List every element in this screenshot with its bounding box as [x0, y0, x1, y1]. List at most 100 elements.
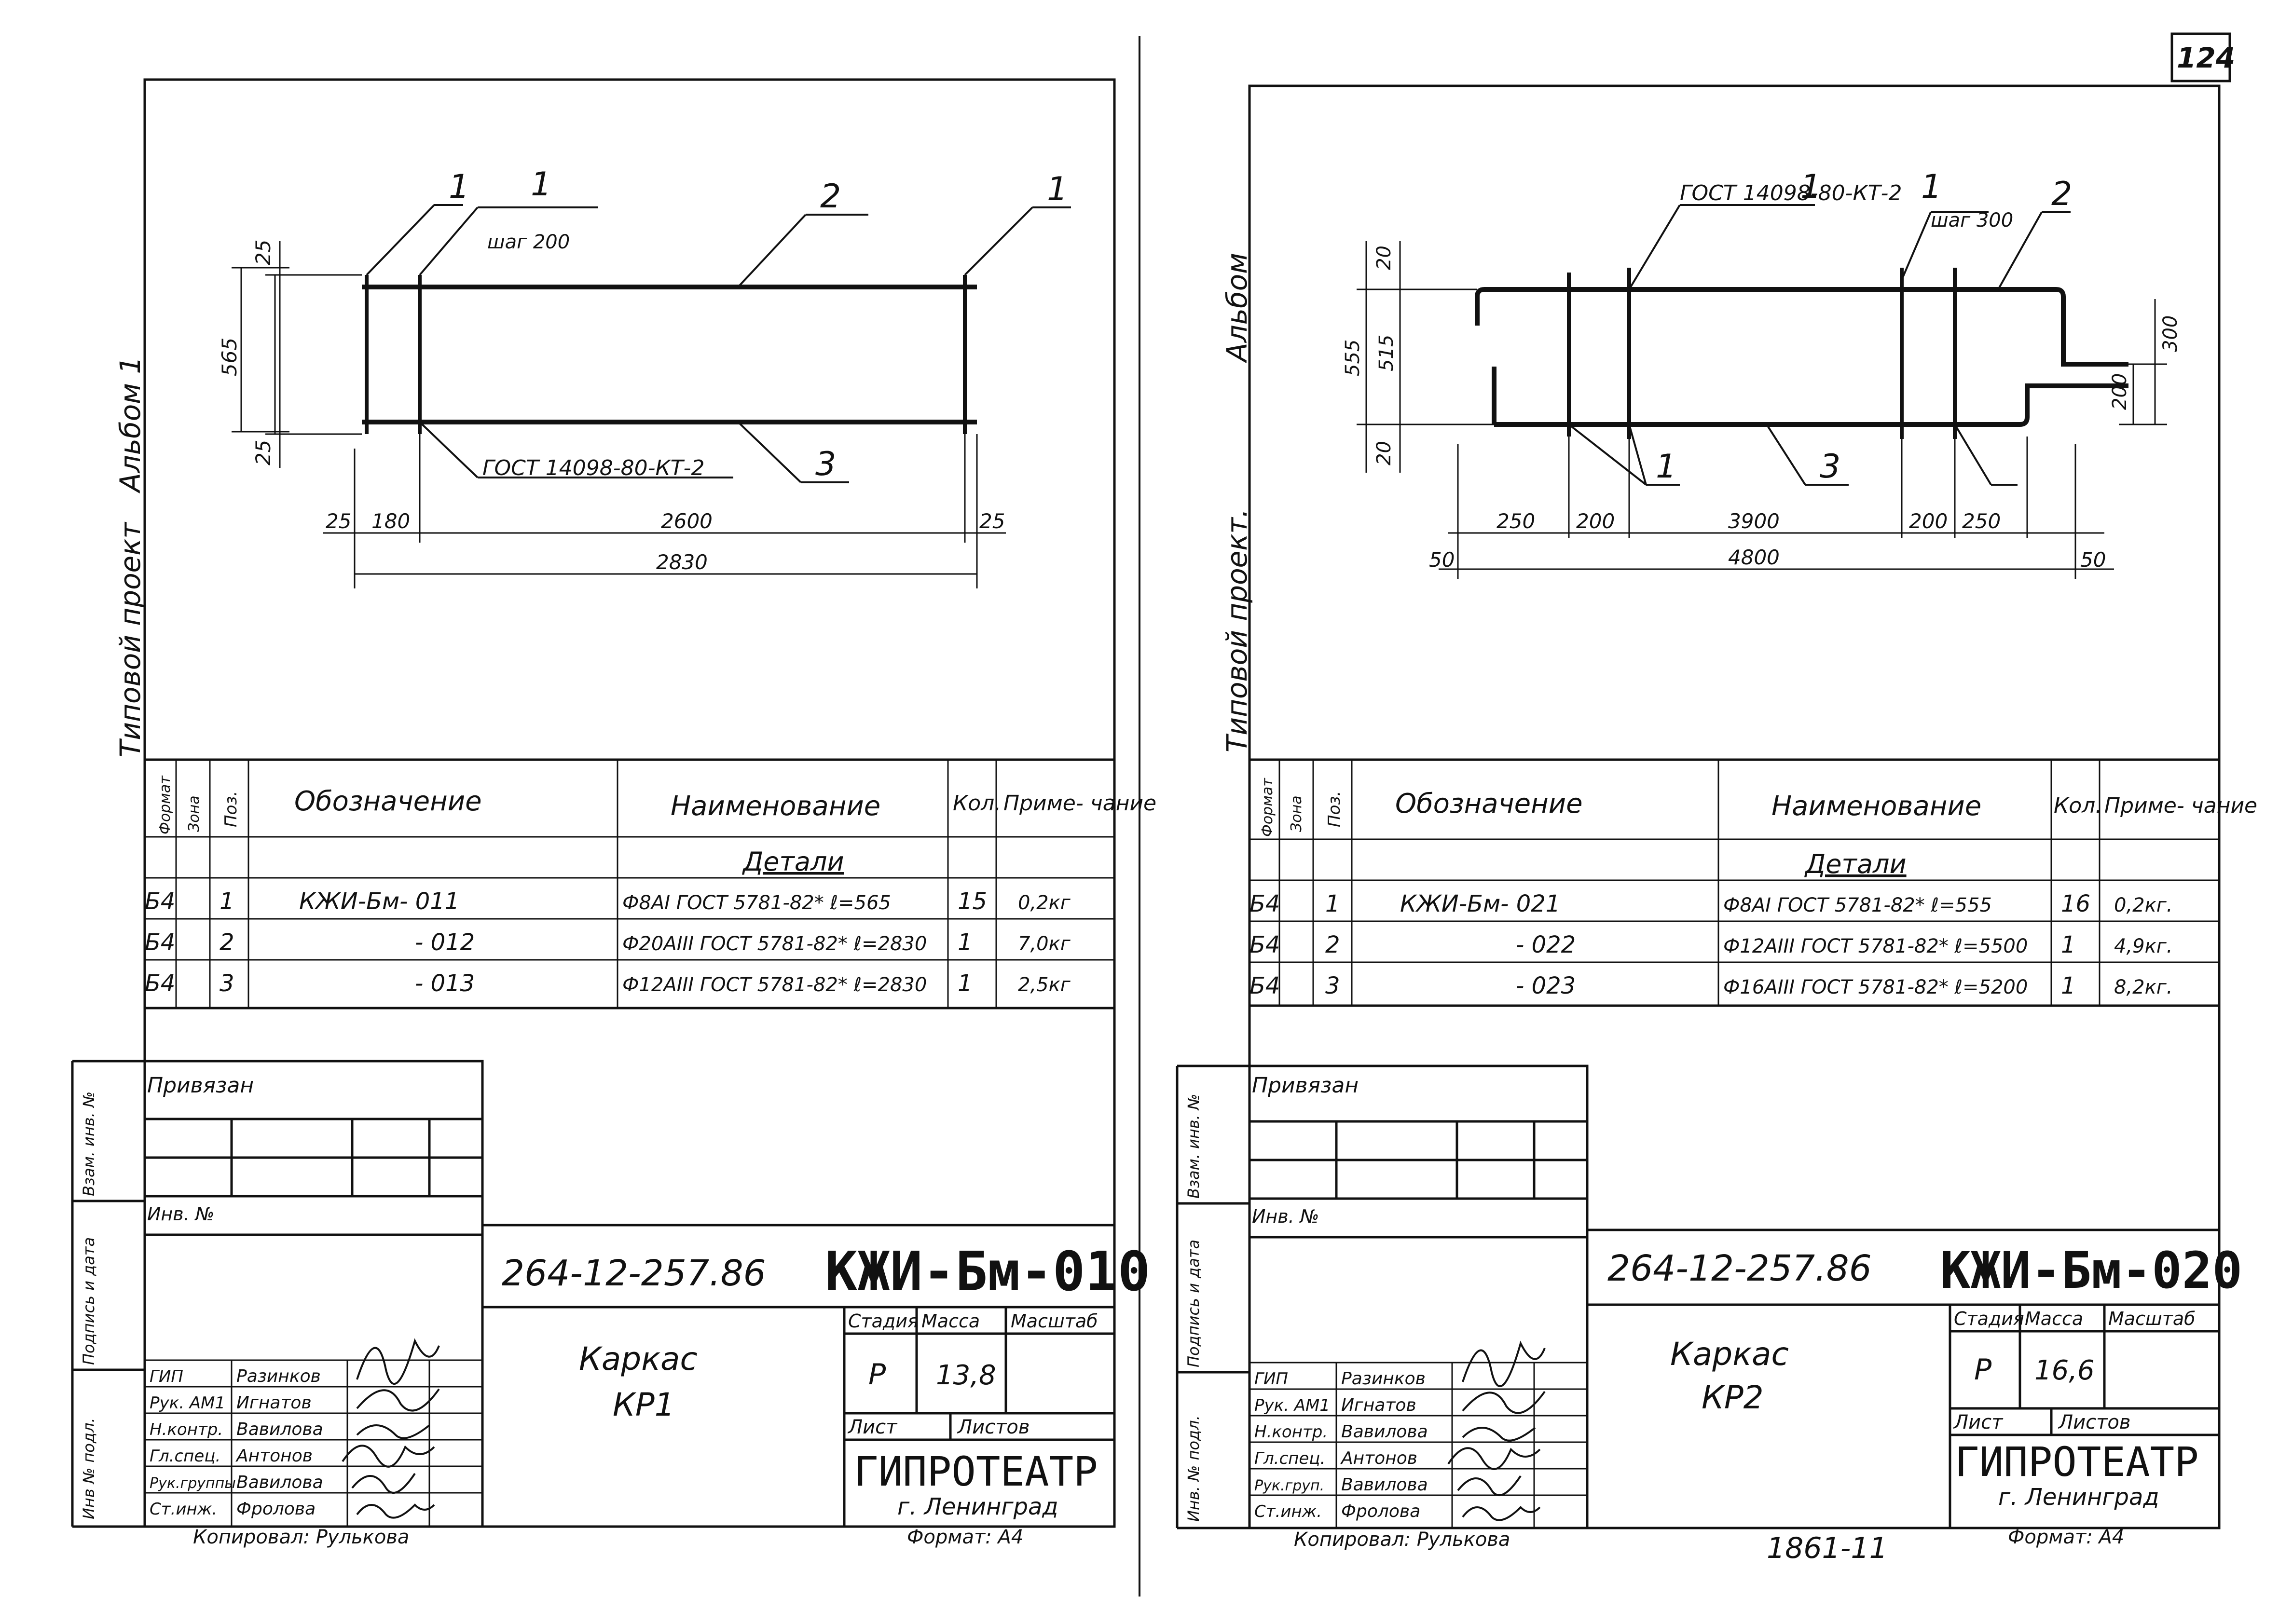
drawing-sheet-left: 1 1 2 1 шаг 200 ГОСТ 14098-80-КТ-2 3 25 …: [71, 36, 1156, 1597]
side-label-inv-podl: Инв. № подл.: [1184, 1415, 1203, 1522]
spec-rows: Б4 1 КЖИ-Бм- 011 Ф8АI ГОСТ 5781-82* ℓ=56…: [145, 888, 1071, 997]
table-row: Б4 3 - 023 Ф16АIII ГОСТ 5781-82* ℓ=5200 …: [1249, 972, 2173, 999]
role: ГИП: [150, 1367, 183, 1386]
page-number: 124: [2177, 41, 2235, 74]
person: Игнатов: [236, 1393, 312, 1413]
row-qty: 1: [958, 970, 973, 997]
row-qty: 15: [958, 888, 987, 915]
copied-by: Копировал: Рулькова: [1294, 1528, 1510, 1551]
row-format: Б4: [145, 888, 175, 915]
person: Игнатов: [1341, 1395, 1416, 1415]
frame-kr2-drawing: [1357, 204, 2167, 579]
edge-label-project: Типовой проект.: [1221, 509, 1253, 753]
organization-city: г. Ленинград: [1998, 1484, 2159, 1511]
spec-header-pos: Поз.: [1325, 791, 1344, 827]
dim-horizontal: 3900: [1728, 509, 1780, 533]
role: Гл.спец.: [1254, 1449, 1325, 1468]
row-format: Б4: [1249, 931, 1280, 958]
sheet-label: Лист: [847, 1416, 898, 1438]
spec-header-format: Формат: [1259, 778, 1276, 837]
role: Гл.спец.: [150, 1447, 220, 1466]
person: Вавилова: [1341, 1475, 1428, 1495]
inv-no-label: Инв. №: [1252, 1206, 1319, 1227]
role: Н.контр.: [1254, 1422, 1328, 1442]
dim-horizontal: 200: [1576, 509, 1615, 533]
dim-total: 2830: [656, 550, 708, 574]
stage-value: Р: [868, 1358, 886, 1392]
table-row: Б4 2 - 022 Ф12АIII ГОСТ 5781-82* ℓ=5500 …: [1249, 931, 2173, 958]
row-pos: 3: [220, 970, 234, 997]
dim-horizontal: 250: [1496, 509, 1535, 533]
role: ГИП: [1254, 1369, 1288, 1389]
spec-header-qty: Кол.: [2054, 793, 2102, 818]
side-label-signature: Подпись и дата: [80, 1237, 98, 1365]
leader-pos: 3: [815, 445, 836, 483]
dim-horizontal: 180: [371, 509, 410, 533]
mass-value: 13,8: [936, 1360, 996, 1391]
person: Антонов: [235, 1446, 313, 1466]
dim-vertical: 25: [251, 240, 275, 265]
table-row: Б4 1 КЖИ-Бм- 011 Ф8АI ГОСТ 5781-82* ℓ=56…: [145, 888, 1071, 915]
signature-scribbles: [1447, 1340, 1546, 1521]
spec-rows: Б4 1 КЖИ-Бм- 021 Ф8АI ГОСТ 5781-82* ℓ=55…: [1249, 890, 2173, 999]
dim-horizontal: 200: [1909, 509, 1948, 533]
role: Н.контр.: [150, 1420, 223, 1439]
dim-vertical: 20: [1373, 246, 1395, 270]
mesh-note: ГОСТ 14098-80-КТ-2: [1680, 181, 1902, 205]
row-name: Ф20АIII ГОСТ 5781-82* ℓ=2830: [622, 933, 927, 955]
stage-label: Стадия: [848, 1310, 919, 1332]
row-pos: 2: [220, 929, 234, 956]
spec-header-format: Формат: [157, 775, 174, 834]
leader-pos: 2: [820, 177, 841, 216]
person: Антонов: [1340, 1448, 1417, 1468]
document-designation: КЖИ-Бм-010: [825, 1241, 1150, 1303]
table-row: Б4 1 КЖИ-Бм- 021 Ф8АI ГОСТ 5781-82* ℓ=55…: [1249, 890, 2173, 917]
document-title: Каркас: [1670, 1336, 1789, 1373]
role: Рук. АМ1: [150, 1393, 225, 1413]
row-designation: - 023: [1516, 972, 1576, 999]
row-name: Ф16АIII ГОСТ 5781-82* ℓ=5200: [1723, 976, 2028, 998]
role: Рук. АМ1: [1254, 1396, 1330, 1415]
format-label: Формат: А4: [907, 1526, 1023, 1548]
person: Фролова: [236, 1499, 316, 1519]
document-title: Каркас: [579, 1340, 698, 1378]
leader-pos: 1: [531, 165, 551, 204]
archive-number: 1861-11: [1767, 1531, 1888, 1565]
leader-pos: 1: [449, 168, 469, 206]
edge-label-album: Альбом: [1221, 253, 1253, 364]
leader-pos: 1: [1921, 168, 1942, 206]
dim-vertical: 555: [1342, 340, 1364, 376]
side-label-inv-vzam: Взам. инв. №: [1184, 1094, 1203, 1199]
dim-vertical: 25: [251, 440, 275, 465]
document-subtitle: КР1: [613, 1386, 675, 1423]
row-pos: 1: [220, 888, 234, 915]
sheet-label: Лист: [1953, 1411, 2004, 1433]
row-designation: - 022: [1516, 931, 1576, 958]
row-designation: КЖИ-Бм- 021: [1400, 890, 1560, 917]
row-format: Б4: [145, 970, 175, 997]
leader-pos: 2: [2051, 175, 2072, 213]
row-format: Б4: [1249, 972, 1280, 999]
row-pos: 2: [1325, 931, 1340, 958]
sheets-label: Листов: [2058, 1411, 2130, 1433]
spec-header-zone: Зона: [1288, 795, 1305, 832]
document-code: 264-12-257.86: [502, 1253, 766, 1294]
spec-header-name: Наименование: [671, 791, 880, 822]
spec-header-name: Наименование: [1771, 791, 1981, 822]
dim-vertical: 20: [1373, 441, 1395, 465]
dim-vertical: 515: [1375, 335, 1398, 371]
spec-section: Детали: [1804, 849, 1907, 879]
row-note: 0,2кг.: [2114, 894, 2173, 916]
sheet-left-canvas: 1 1 2 1 шаг 200 ГОСТ 14098-80-КТ-2 3 25 …: [71, 36, 1156, 1597]
dim-horizontal: 2600: [661, 509, 713, 533]
document-designation: КЖИ-Бм-020: [1940, 1241, 2242, 1300]
edge-label-album: Альбом 1: [114, 356, 147, 494]
row-name: Ф12АIII ГОСТ 5781-82* ℓ=5500: [1723, 935, 2028, 957]
spec-header-note: Приме- чание: [1003, 791, 1156, 816]
frame-kr1-labels: 1 1 2 1 шаг 200 ГОСТ 14098-80-КТ-2 3 25 …: [218, 165, 1068, 574]
role: Ст.инж.: [150, 1500, 217, 1519]
spec-header-designation: Обозначение: [1395, 788, 1583, 819]
dim-horizontal: 25: [326, 509, 351, 533]
table-row: Б4 2 - 012 Ф20АIII ГОСТ 5781-82* ℓ=2830 …: [145, 929, 1071, 956]
signature-scribbles: [342, 1338, 440, 1519]
